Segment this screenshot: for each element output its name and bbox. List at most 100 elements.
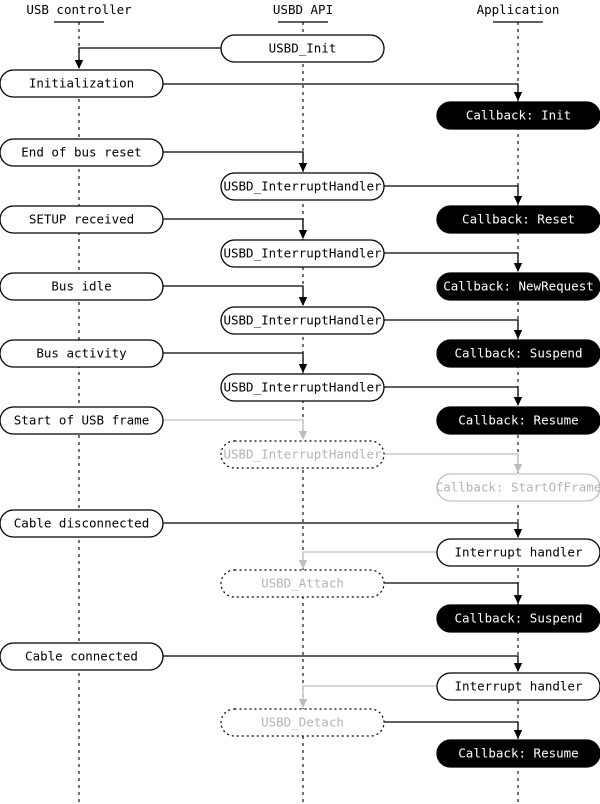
node-label: Callback: Suspend [455, 346, 583, 361]
node-interrupt-handler[interactable]: Interrupt handler [436, 672, 600, 701]
node-shape[interactable] [0, 69, 164, 98]
node-callback-reset[interactable]: Callback: Reset [436, 205, 600, 234]
node-callback-newrequest[interactable]: Callback: NewRequest [436, 272, 600, 301]
message-arrow-a13 [163, 522, 523, 538]
arrow-line [163, 285, 304, 305]
message-arrow-a05 [163, 218, 308, 239]
node-label: USBD_Init [269, 41, 337, 56]
node-shape[interactable] [436, 272, 600, 301]
node-shape[interactable] [436, 205, 600, 234]
node-label: Callback: NewRequest [443, 279, 594, 294]
message-arrow-a08 [384, 319, 523, 339]
arrow-head [298, 364, 308, 373]
node-callback-resume[interactable]: Callback: Resume [436, 406, 600, 435]
node-shape[interactable] [0, 205, 164, 234]
node-shape[interactable] [220, 306, 385, 335]
node-usbd-interrupthandler[interactable]: USBD_InterruptHandler [220, 239, 385, 268]
arrow-head [298, 163, 308, 172]
node-shape[interactable] [220, 708, 385, 737]
node-usbd-interrupthandler[interactable]: USBD_InterruptHandler [220, 172, 385, 201]
node-start-of-usb-frame[interactable]: Start of USB frame [0, 406, 164, 435]
node-shape[interactable] [436, 739, 600, 768]
node-shape[interactable] [436, 604, 600, 633]
message-arrow-a03 [163, 151, 308, 172]
lifeline-label-usb-controller: USB controller [26, 2, 132, 17]
node-shape[interactable] [436, 101, 600, 130]
node-label: USBD_InterruptHandler [223, 246, 382, 261]
message-arrow-a11 [163, 419, 308, 440]
node-cable-disconnected[interactable]: Cable disconnected [0, 509, 164, 538]
node-usbd-interrupthandler[interactable]: USBD_InterruptHandler [220, 440, 385, 469]
node-shape[interactable] [436, 672, 600, 701]
arrow-line [163, 655, 519, 671]
node-label: Initialization [29, 76, 134, 91]
message-arrow-a09 [163, 352, 308, 373]
arrow-line [384, 721, 519, 738]
node-callback-startofframe[interactable]: Callback: StartOfFrame [436, 473, 600, 502]
arrow-line [384, 386, 519, 405]
node-shape[interactable] [0, 509, 164, 538]
arrow-head [513, 663, 523, 672]
node-bus-idle[interactable]: Bus idle [0, 272, 164, 301]
node-callback-suspend[interactable]: Callback: Suspend [436, 604, 600, 633]
node-label: Callback: Suspend [455, 611, 583, 626]
node-usbd-interrupthandler[interactable]: USBD_InterruptHandler [220, 373, 385, 402]
arrow-line [302, 551, 437, 568]
arrow-line [163, 522, 519, 537]
node-shape[interactable] [220, 440, 385, 469]
arrow-head [513, 330, 523, 339]
arrow-line [163, 419, 304, 439]
node-callback-init[interactable]: Callback: Init [436, 101, 600, 130]
node-shape[interactable] [220, 172, 385, 201]
node-usbd-attach[interactable]: USBD_Attach [220, 569, 385, 598]
node-shape[interactable] [0, 272, 164, 301]
node-shape[interactable] [220, 373, 385, 402]
arrow-line [163, 151, 304, 171]
node-label: Callback: Resume [458, 413, 578, 428]
arrow-head [74, 60, 84, 69]
arrow-line [384, 582, 519, 603]
node-shape[interactable] [436, 538, 600, 567]
node-end-of-bus-reset[interactable]: End of bus reset [0, 138, 164, 167]
node-shape[interactable] [436, 406, 600, 435]
lifeline-usb-controller: USB controller [26, 2, 132, 804]
node-shape[interactable] [0, 339, 164, 368]
node-usbd-interrupthandler[interactable]: USBD_InterruptHandler [220, 306, 385, 335]
arrow-line [384, 185, 519, 204]
node-setup-received[interactable]: SETUP received [0, 205, 164, 234]
node-label: Start of USB frame [14, 413, 149, 428]
node-shape[interactable] [436, 473, 600, 502]
node-interrupt-handler[interactable]: Interrupt handler [436, 538, 600, 567]
message-arrow-a07 [163, 285, 308, 306]
node-label: USBD_InterruptHandler [223, 380, 382, 395]
node-cable-connected[interactable]: Cable connected [0, 642, 164, 671]
arrow-line [163, 218, 304, 238]
node-label: Interrupt handler [455, 679, 583, 694]
node-callback-suspend[interactable]: Callback: Suspend [436, 339, 600, 368]
node-usbd-init[interactable]: USBD_Init [220, 34, 385, 63]
node-shape[interactable] [220, 239, 385, 268]
node-callback-resume[interactable]: Callback: Resume [436, 739, 600, 768]
arrow-line [384, 252, 519, 271]
node-label: USBD_Attach [261, 576, 344, 591]
node-shape[interactable] [220, 34, 385, 63]
node-shape[interactable] [0, 406, 164, 435]
node-shape[interactable] [0, 138, 164, 167]
node-usbd-detach[interactable]: USBD_Detach [220, 708, 385, 737]
node-shape[interactable] [436, 339, 600, 368]
node-label: Callback: StartOfFrame [436, 480, 600, 495]
node-bus-activity[interactable]: Bus activity [0, 339, 164, 368]
arrow-head [513, 263, 523, 272]
message-arrow-a12 [384, 453, 523, 473]
node-shape[interactable] [220, 569, 385, 598]
message-arrow-a14 [298, 551, 437, 569]
node-label: Bus activity [36, 346, 127, 361]
node-initialization[interactable]: Initialization [0, 69, 164, 98]
node-label: Interrupt handler [455, 545, 583, 560]
node-shape[interactable] [0, 642, 164, 671]
lifeline-label-usbd-api: USBD API [273, 2, 333, 17]
arrows-group [74, 47, 523, 739]
arrow-line [163, 352, 304, 372]
